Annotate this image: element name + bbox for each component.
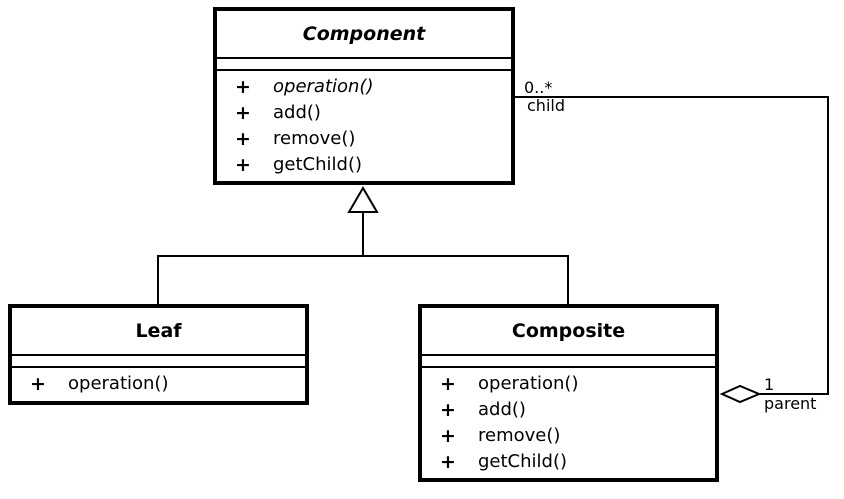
operation-row: + operation() [440, 371, 715, 397]
visibility-public: + [440, 425, 456, 447]
class-component: Component + operation() + add() + remove… [213, 7, 515, 185]
class-leaf-name: Leaf [12, 308, 305, 356]
class-composite-operations: + operation() + add() + remove() + getCh… [422, 368, 715, 475]
class-composite: Composite + operation() + add() + remove… [418, 304, 719, 482]
visibility-public: + [235, 102, 251, 124]
class-leaf: Leaf + operation() [8, 304, 309, 405]
visibility-public: + [440, 399, 456, 421]
operation-name: operation() [478, 373, 579, 394]
visibility-public: + [440, 451, 456, 473]
visibility-public: + [440, 373, 456, 395]
visibility-public: + [235, 128, 251, 150]
child-multiplicity-label: 0..* [524, 78, 553, 97]
operation-name: getChild() [478, 451, 568, 472]
class-component-operations: + operation() + add() + remove() + getCh… [217, 71, 511, 178]
aggregation-diamond [719, 384, 762, 404]
operation-row: + add() [235, 100, 511, 126]
visibility-public: + [235, 154, 251, 176]
generalization-branch [157, 255, 569, 304]
class-component-name: Component [217, 11, 511, 59]
operation-name: operation() [68, 373, 169, 394]
generalization-arrowhead [347, 186, 379, 213]
operation-row: + remove() [440, 423, 715, 449]
operation-row: + getChild() [440, 449, 715, 475]
class-leaf-attributes [12, 356, 305, 368]
operation-name: getChild() [273, 154, 363, 175]
aggregation-line [515, 96, 829, 395]
class-leaf-operations: + operation() [12, 368, 305, 397]
operation-name: remove() [478, 425, 561, 446]
class-composite-attributes [422, 356, 715, 368]
operation-name: remove() [273, 128, 356, 149]
parent-role-label: parent [764, 394, 817, 413]
operation-name: add() [478, 399, 526, 420]
operation-row: + operation() [235, 74, 511, 100]
visibility-public: + [30, 373, 46, 395]
operation-name: operation() [273, 76, 374, 97]
child-role-label: child [527, 96, 565, 115]
parent-multiplicity-label: 1 [764, 375, 775, 394]
operation-row: + add() [440, 397, 715, 423]
operation-name: add() [273, 102, 321, 123]
operation-row: + remove() [235, 126, 511, 152]
visibility-public: + [235, 76, 251, 98]
operation-row: + operation() [30, 371, 305, 397]
class-component-attributes [217, 59, 511, 71]
operation-row: + getChild() [235, 152, 511, 178]
class-composite-name: Composite [422, 308, 715, 356]
